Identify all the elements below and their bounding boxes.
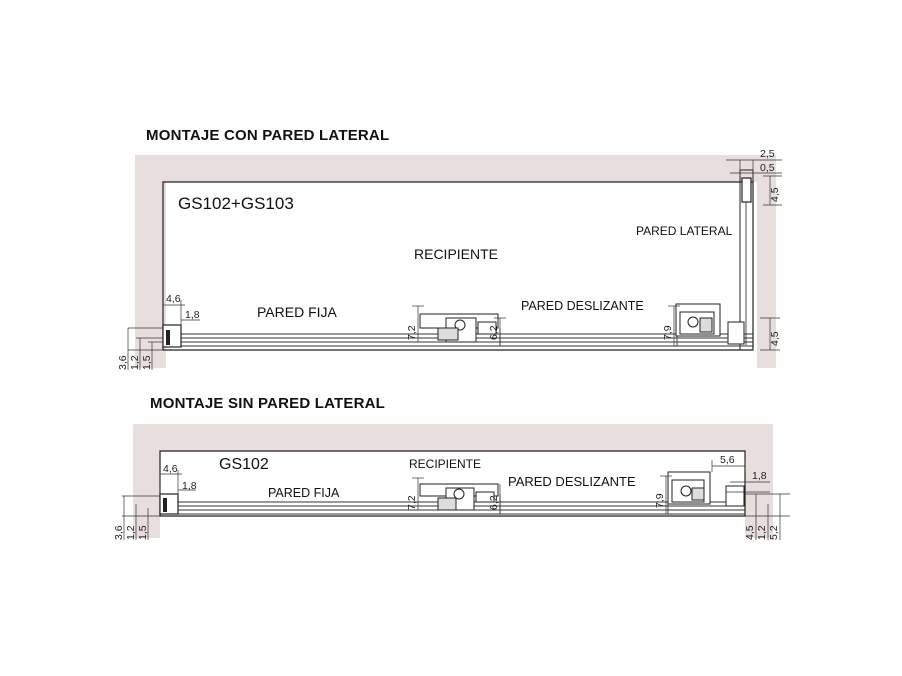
- bottom-dim-o: 4,5: [744, 525, 756, 540]
- bottom-model-label: GS102: [219, 456, 269, 473]
- top-dim-b: 0,5: [760, 162, 775, 174]
- bottom-recipient-label: RECIPIENTE: [409, 457, 481, 471]
- top-dimension-lines: [127, 159, 782, 370]
- top-diagram: GS102+GS103 RECIPIENTE PARED LATERAL PAR…: [117, 148, 782, 370]
- bottom-dim-j: 3,6: [113, 525, 125, 540]
- bottom-dim-e: 1,8: [182, 480, 197, 492]
- bottom-diagram: GS102 RECIPIENTE PARED FIJA PARED DESLIZ…: [113, 424, 790, 540]
- bottom-dim-l: 1,5: [137, 525, 149, 540]
- bottom-left-wall-profile: [159, 493, 179, 515]
- bottom-sliding-wall-label: PARED DESLIZANTE: [508, 474, 636, 489]
- top-dim-j: 3,6: [117, 355, 129, 370]
- top-left-wall-profile: [162, 324, 182, 348]
- bottom-dim-k: 1,2: [125, 525, 137, 540]
- top-side-wall-clip: [741, 177, 752, 203]
- bottom-dim-d: 4,6: [163, 463, 178, 475]
- top-dim-f: 7,2: [406, 325, 418, 340]
- top-dim-h: 7,9: [662, 325, 674, 340]
- heading-with-side-wall: MONTAJE CON PARED LATERAL: [146, 127, 390, 144]
- top-fixed-wall-label: PARED FIJA: [257, 304, 338, 320]
- top-dim-k: 1,2: [129, 355, 141, 370]
- bottom-left-seal: [163, 498, 167, 512]
- top-dim-c: 4,5: [769, 187, 781, 202]
- top-sliding-wall-label: PARED DESLIZANTE: [521, 299, 644, 313]
- bottom-dimension-lines: [122, 460, 790, 540]
- top-wall-band: [135, 155, 776, 368]
- bottom-fixed-wall-label: PARED FIJA: [268, 486, 340, 500]
- top-dim-a: 2,5: [760, 148, 775, 160]
- top-dim-g: 6,2: [488, 325, 500, 340]
- bottom-dim-p: 1,2: [756, 525, 768, 540]
- bottom-dim-h: 7,9: [654, 493, 666, 508]
- top-dim-d: 4,6: [166, 293, 181, 305]
- heading-without-side-wall: MONTAJE SIN PARED LATERAL: [150, 395, 386, 412]
- bottom-wall-band: [133, 424, 773, 538]
- bottom-dim-g: 6,2: [488, 495, 500, 510]
- top-right-guide: [675, 303, 745, 345]
- bottom-right-guide: [667, 471, 745, 507]
- top-dim-l: 1,5: [141, 355, 153, 370]
- bottom-middle-guide: [419, 483, 499, 511]
- top-side-wall-label: PARED LATERAL: [636, 224, 733, 238]
- top-middle-guide: [419, 313, 499, 343]
- bottom-dim-n: 1,8: [752, 470, 767, 482]
- top-left-seal: [166, 330, 170, 345]
- top-side-wall-profile: [739, 169, 754, 351]
- top-recipient-label: RECIPIENTE: [414, 246, 498, 262]
- bottom-dim-m: 5,6: [720, 454, 735, 466]
- top-model-label: GS102+GS103: [178, 194, 294, 213]
- top-dim-e: 1,8: [185, 309, 200, 321]
- top-dim-i: 4,5: [769, 331, 781, 346]
- bottom-dim-q: 5,2: [768, 525, 780, 540]
- bottom-dim-f: 7,2: [406, 495, 418, 510]
